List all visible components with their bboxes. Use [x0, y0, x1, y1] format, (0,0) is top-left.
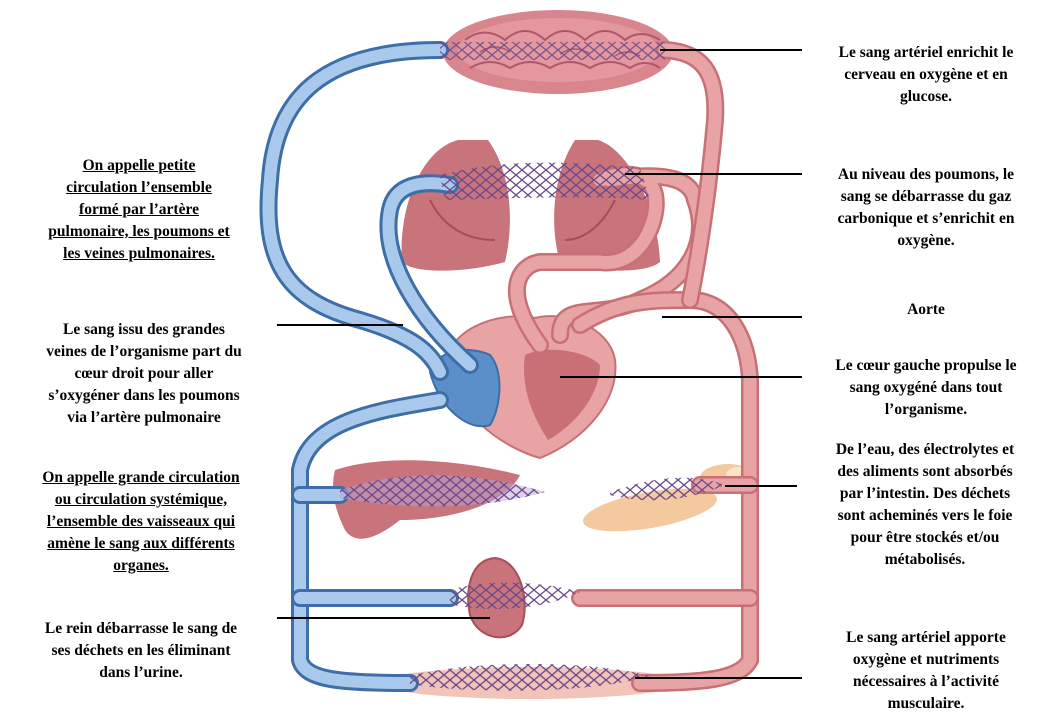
note-sang-issu: Le sang issu des grandes veines de l’org…: [10, 319, 278, 429]
note-petite-circulation: On appelle petite circulation l’ensemble…: [10, 155, 268, 265]
note-coeur-gauche: Le cœur gauche propulse le sang oxygéné …: [808, 355, 1044, 421]
note-muscle: Le sang artériel apporte oxygène et nutr…: [808, 627, 1044, 715]
heart: [430, 316, 615, 458]
note-intestin: De l’eau, des électrolytes et des alimen…: [805, 439, 1045, 571]
note-aorte: Aorte: [808, 299, 1044, 321]
note-poumons: Au niveau des poumons, le sang se débarr…: [808, 164, 1044, 252]
veins: [268, 50, 470, 683]
intestine: [580, 464, 756, 540]
note-cerveau: Le sang artériel enrichit le cerveau en …: [808, 42, 1044, 108]
note-rein: Le rein débarrasse le sang de ses déchet…: [10, 618, 272, 684]
note-grande-circulation: On appelle grande circulation ou circula…: [8, 467, 274, 577]
